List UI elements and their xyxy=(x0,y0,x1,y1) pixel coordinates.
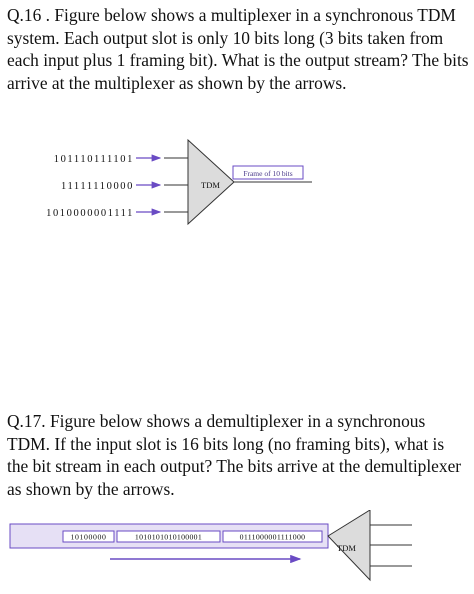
frame-label: Frame of 10 bits xyxy=(243,169,292,178)
multiplexer-figure: 101110111101 11111110000 1010000001111 T… xyxy=(46,138,312,226)
slot-bits-2: 1010101010100001 xyxy=(135,533,202,542)
mux-input-3: 1010000001111 xyxy=(46,208,134,219)
slot-bits-1: 10100000 xyxy=(71,533,107,542)
slot-box-1 xyxy=(62,530,115,543)
mux-device-shape xyxy=(187,138,235,226)
mux-device-label: TDM xyxy=(201,180,220,190)
demultiplexer-figure: 10100000 1010101010100001 01110000011110… xyxy=(9,510,412,582)
mux-input-2: 11111110000 xyxy=(61,181,134,192)
mux-input-1: 101110111101 xyxy=(54,154,134,165)
demux-device-label: TDM xyxy=(337,543,356,553)
question-17-text: Q.17. Figure below shows a demultiplexer… xyxy=(7,411,462,499)
frame-box xyxy=(232,165,304,180)
slot-bits-3: 0111000001111000 xyxy=(240,533,306,542)
question-16-text: Q.16 . Figure below shows a multiplexer … xyxy=(7,5,469,93)
slot-box-3 xyxy=(222,530,323,543)
slot-box-2 xyxy=(116,530,221,543)
